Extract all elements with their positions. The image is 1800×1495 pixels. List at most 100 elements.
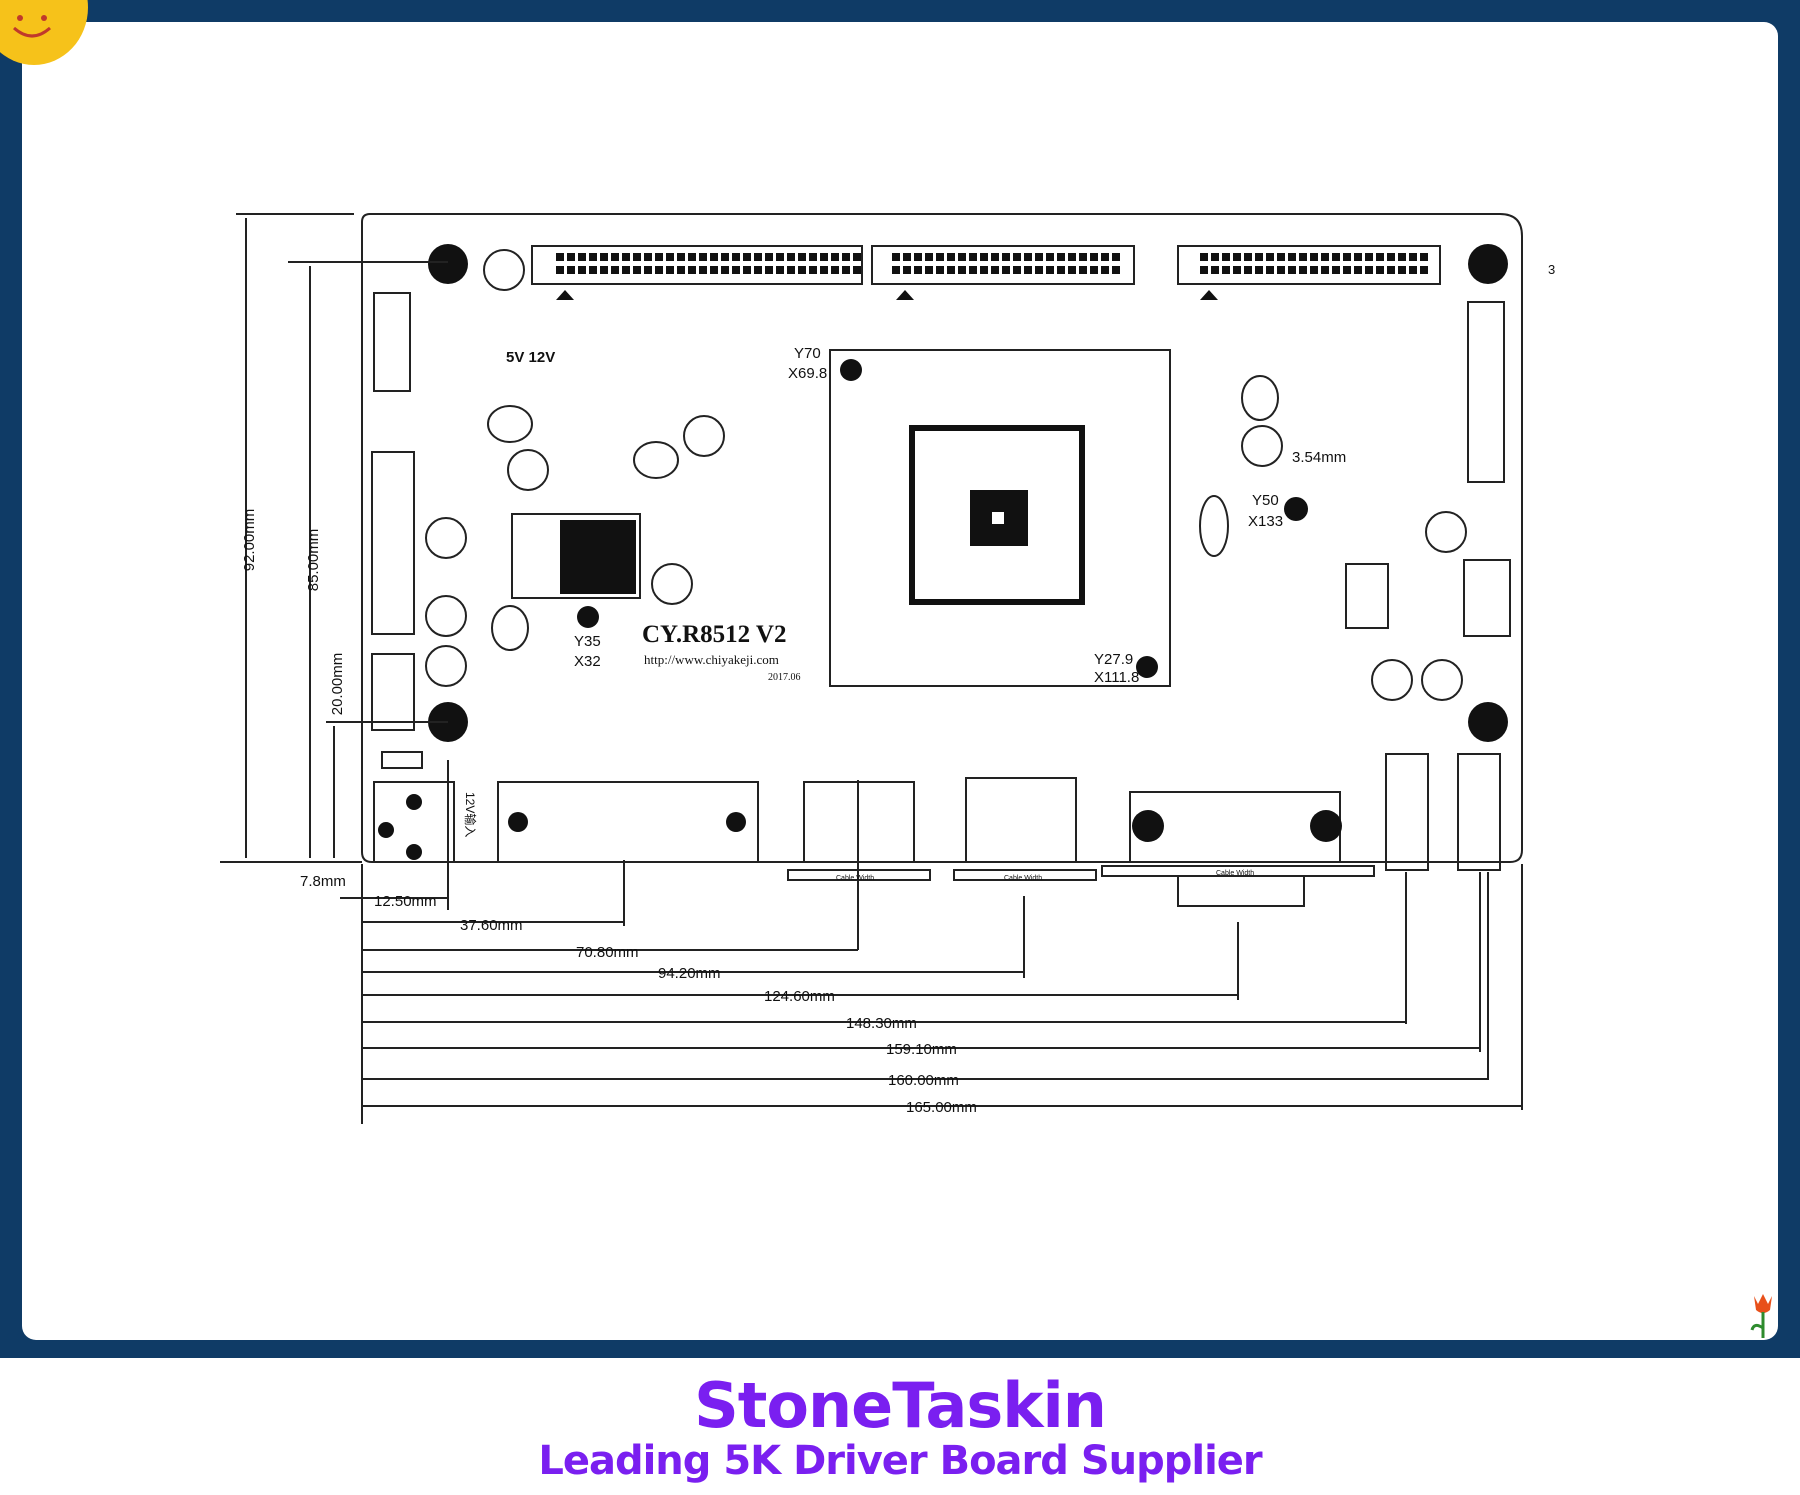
header-pin bbox=[589, 266, 597, 274]
secondary-chip bbox=[511, 513, 1389, 629]
header-pin bbox=[1200, 253, 1208, 261]
header-pin bbox=[947, 253, 955, 261]
dim-vertical-label: 92.00mm bbox=[241, 509, 258, 572]
header-pin bbox=[644, 253, 652, 261]
header-pin bbox=[754, 253, 762, 261]
coord-y-label: Y27.9 bbox=[1094, 651, 1133, 668]
header-pin bbox=[1079, 266, 1087, 274]
mounting-hole-icon bbox=[1468, 244, 1508, 284]
header-pin bbox=[1266, 266, 1274, 274]
dim-horizontal-label: 159.10mm bbox=[886, 1041, 957, 1058]
header-pin bbox=[556, 266, 564, 274]
header-pin bbox=[1057, 253, 1065, 261]
header-pin bbox=[578, 266, 586, 274]
coord-x-label: X111.8 bbox=[1094, 669, 1139, 686]
header-pin bbox=[1233, 253, 1241, 261]
header-pin bbox=[1343, 253, 1351, 261]
header-pin bbox=[732, 266, 740, 274]
dim-horizontal-label: 124.60mm bbox=[764, 988, 835, 1005]
coord-y-label: Y50 bbox=[1252, 492, 1279, 509]
header-pin bbox=[1035, 266, 1043, 274]
header-pin bbox=[688, 253, 696, 261]
header-pin bbox=[1376, 266, 1384, 274]
header-pin bbox=[831, 253, 839, 261]
board-url-label: http://www.chiyakeji.com bbox=[644, 652, 779, 667]
pcb-dimension-drawing: CY.R8512 V2 http://www.chiyakeji.com 201… bbox=[13, 15, 1555, 1124]
header-pin bbox=[776, 253, 784, 261]
header-pin bbox=[1321, 266, 1329, 274]
header-pin bbox=[842, 266, 850, 274]
header-pin bbox=[1068, 266, 1076, 274]
header-pin bbox=[1233, 266, 1241, 274]
header-pin bbox=[710, 253, 718, 261]
header-pin bbox=[721, 266, 729, 274]
header-pin bbox=[611, 266, 619, 274]
header-pin bbox=[1277, 266, 1285, 274]
header-pin bbox=[1255, 266, 1263, 274]
header-pin bbox=[991, 253, 999, 261]
coord-x-label: X69.8 bbox=[788, 365, 827, 382]
header-pin bbox=[666, 266, 674, 274]
header-pin bbox=[622, 266, 630, 274]
header-pin bbox=[903, 253, 911, 261]
header-pin bbox=[1024, 266, 1032, 274]
header-pin bbox=[655, 266, 663, 274]
header-pin bbox=[1255, 253, 1263, 261]
header-pin bbox=[567, 266, 575, 274]
coord-x-label: X32 bbox=[574, 653, 601, 670]
header-pin bbox=[1387, 253, 1395, 261]
locator-dot-icon bbox=[840, 359, 862, 381]
dvi-connector bbox=[497, 781, 759, 863]
header-pin bbox=[644, 266, 652, 274]
header-pin bbox=[787, 266, 795, 274]
header-pin bbox=[1079, 253, 1087, 261]
header-pin bbox=[1013, 266, 1021, 274]
header-pin bbox=[958, 266, 966, 274]
flower-icon bbox=[1750, 1294, 1772, 1338]
horizontal-dimensions bbox=[340, 760, 1523, 1124]
header-pin bbox=[1101, 266, 1109, 274]
header-pin bbox=[732, 253, 740, 261]
header-pin bbox=[969, 266, 977, 274]
dim-horizontal-label: 160.00mm bbox=[888, 1072, 959, 1089]
coord-y-label: Y70 bbox=[794, 345, 821, 362]
header-pin bbox=[892, 266, 900, 274]
dim-horizontal-label: 94.20mm bbox=[658, 965, 721, 982]
header-pin bbox=[721, 253, 729, 261]
header-pin bbox=[754, 266, 762, 274]
header-pin bbox=[1420, 253, 1428, 261]
header-pin bbox=[1332, 253, 1340, 261]
header-pin bbox=[567, 253, 575, 261]
header-pin bbox=[787, 253, 795, 261]
header-pin bbox=[1288, 253, 1296, 261]
header-pin bbox=[1332, 266, 1340, 274]
dim-horizontal-label: 165.00mm bbox=[906, 1099, 977, 1116]
header-pin bbox=[820, 253, 828, 261]
cable-width-vga-label: Cable Width bbox=[1216, 870, 1254, 877]
header-pin bbox=[1222, 266, 1230, 274]
header-pin bbox=[914, 253, 922, 261]
header-pin bbox=[798, 253, 806, 261]
header-pin bbox=[743, 253, 751, 261]
coord-y-label: Y35 bbox=[574, 633, 601, 650]
header-pin bbox=[699, 253, 707, 261]
header-pin bbox=[1310, 266, 1318, 274]
smiley-face-icon bbox=[13, 15, 51, 38]
brand-name: StoneTaskin bbox=[694, 1369, 1107, 1442]
header-pin bbox=[556, 253, 564, 261]
header-pin bbox=[611, 253, 619, 261]
header-pin bbox=[892, 253, 900, 261]
header-pin bbox=[1112, 266, 1120, 274]
board-model-label: CY.R8512 V2 bbox=[642, 621, 786, 648]
header-pin bbox=[798, 266, 806, 274]
header-pin bbox=[633, 266, 641, 274]
header-pin bbox=[1376, 253, 1384, 261]
header-pin bbox=[1365, 266, 1373, 274]
header-pin bbox=[1354, 266, 1362, 274]
header-pin bbox=[1035, 253, 1043, 261]
header-pin bbox=[853, 266, 861, 274]
header-pin bbox=[809, 266, 817, 274]
header-pin bbox=[1299, 253, 1307, 261]
header-pin bbox=[1200, 266, 1208, 274]
header-pin bbox=[809, 253, 817, 261]
